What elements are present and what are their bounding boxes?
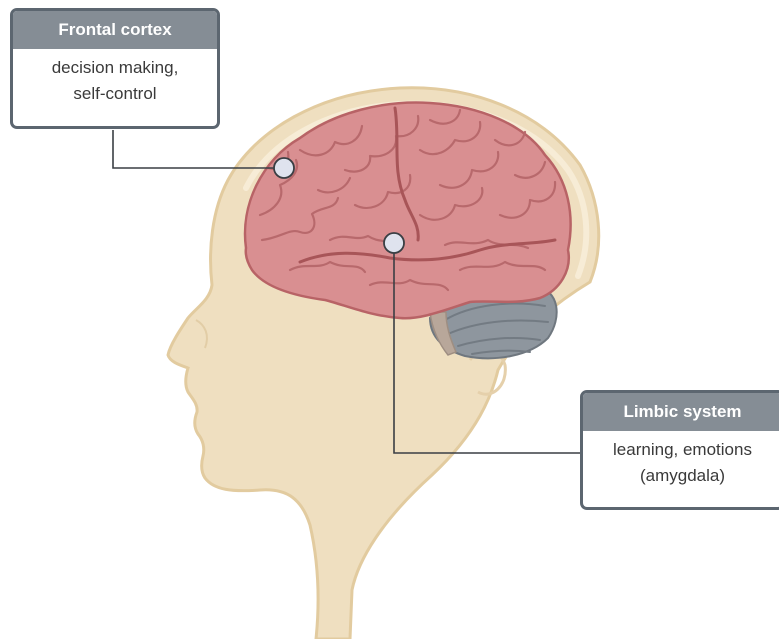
limbic-system-title: Limbic system [583,393,779,431]
frontal-cortex-line-2: self-control [19,81,211,107]
frontal-cortex-description: decision making, self-control [13,49,217,113]
frontal-cortex-title: Frontal cortex [13,11,217,49]
limbic-system-line-2: (amygdala) [589,463,776,489]
limbic-system-description: learning, emotions (amygdala) [583,431,779,495]
frontal-cortex-line-1: decision making, [19,55,211,81]
limbic-marker [384,233,404,253]
frontal-marker [274,158,294,178]
frontal-cortex-callout: Frontal cortex decision making, self-con… [10,8,220,129]
limbic-system-line-1: learning, emotions [589,437,776,463]
limbic-system-callout: Limbic system learning, emotions (amygda… [580,390,779,510]
